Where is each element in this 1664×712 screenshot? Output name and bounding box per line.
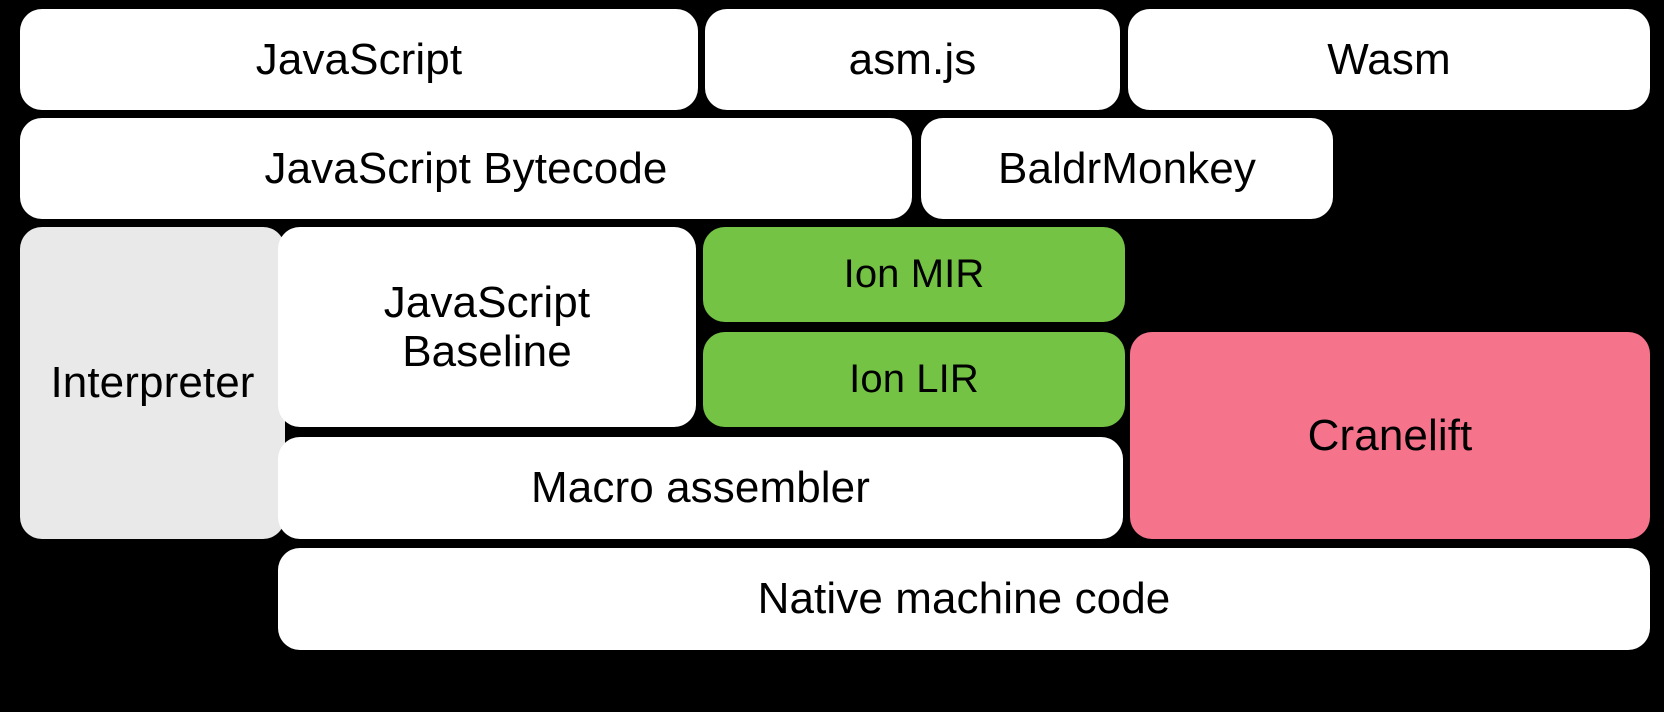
node-interpreter: Interpreter <box>20 227 285 539</box>
node-javascript-bytecode: JavaScript Bytecode <box>20 118 912 219</box>
node-native-machine-code: Native machine code <box>278 548 1650 650</box>
node-macro-assembler: Macro assembler <box>278 437 1123 539</box>
node-baldrmonkey: BaldrMonkey <box>921 118 1333 219</box>
node-javascript: JavaScript <box>20 9 698 110</box>
node-wasm: Wasm <box>1128 9 1650 110</box>
node-ion-mir: Ion MIR <box>703 227 1125 322</box>
node-javascript-baseline: JavaScript Baseline <box>278 227 696 427</box>
node-asm-js: asm.js <box>705 9 1120 110</box>
node-cranelift: Cranelift <box>1130 332 1650 539</box>
node-ion-lir: Ion LIR <box>703 332 1125 427</box>
